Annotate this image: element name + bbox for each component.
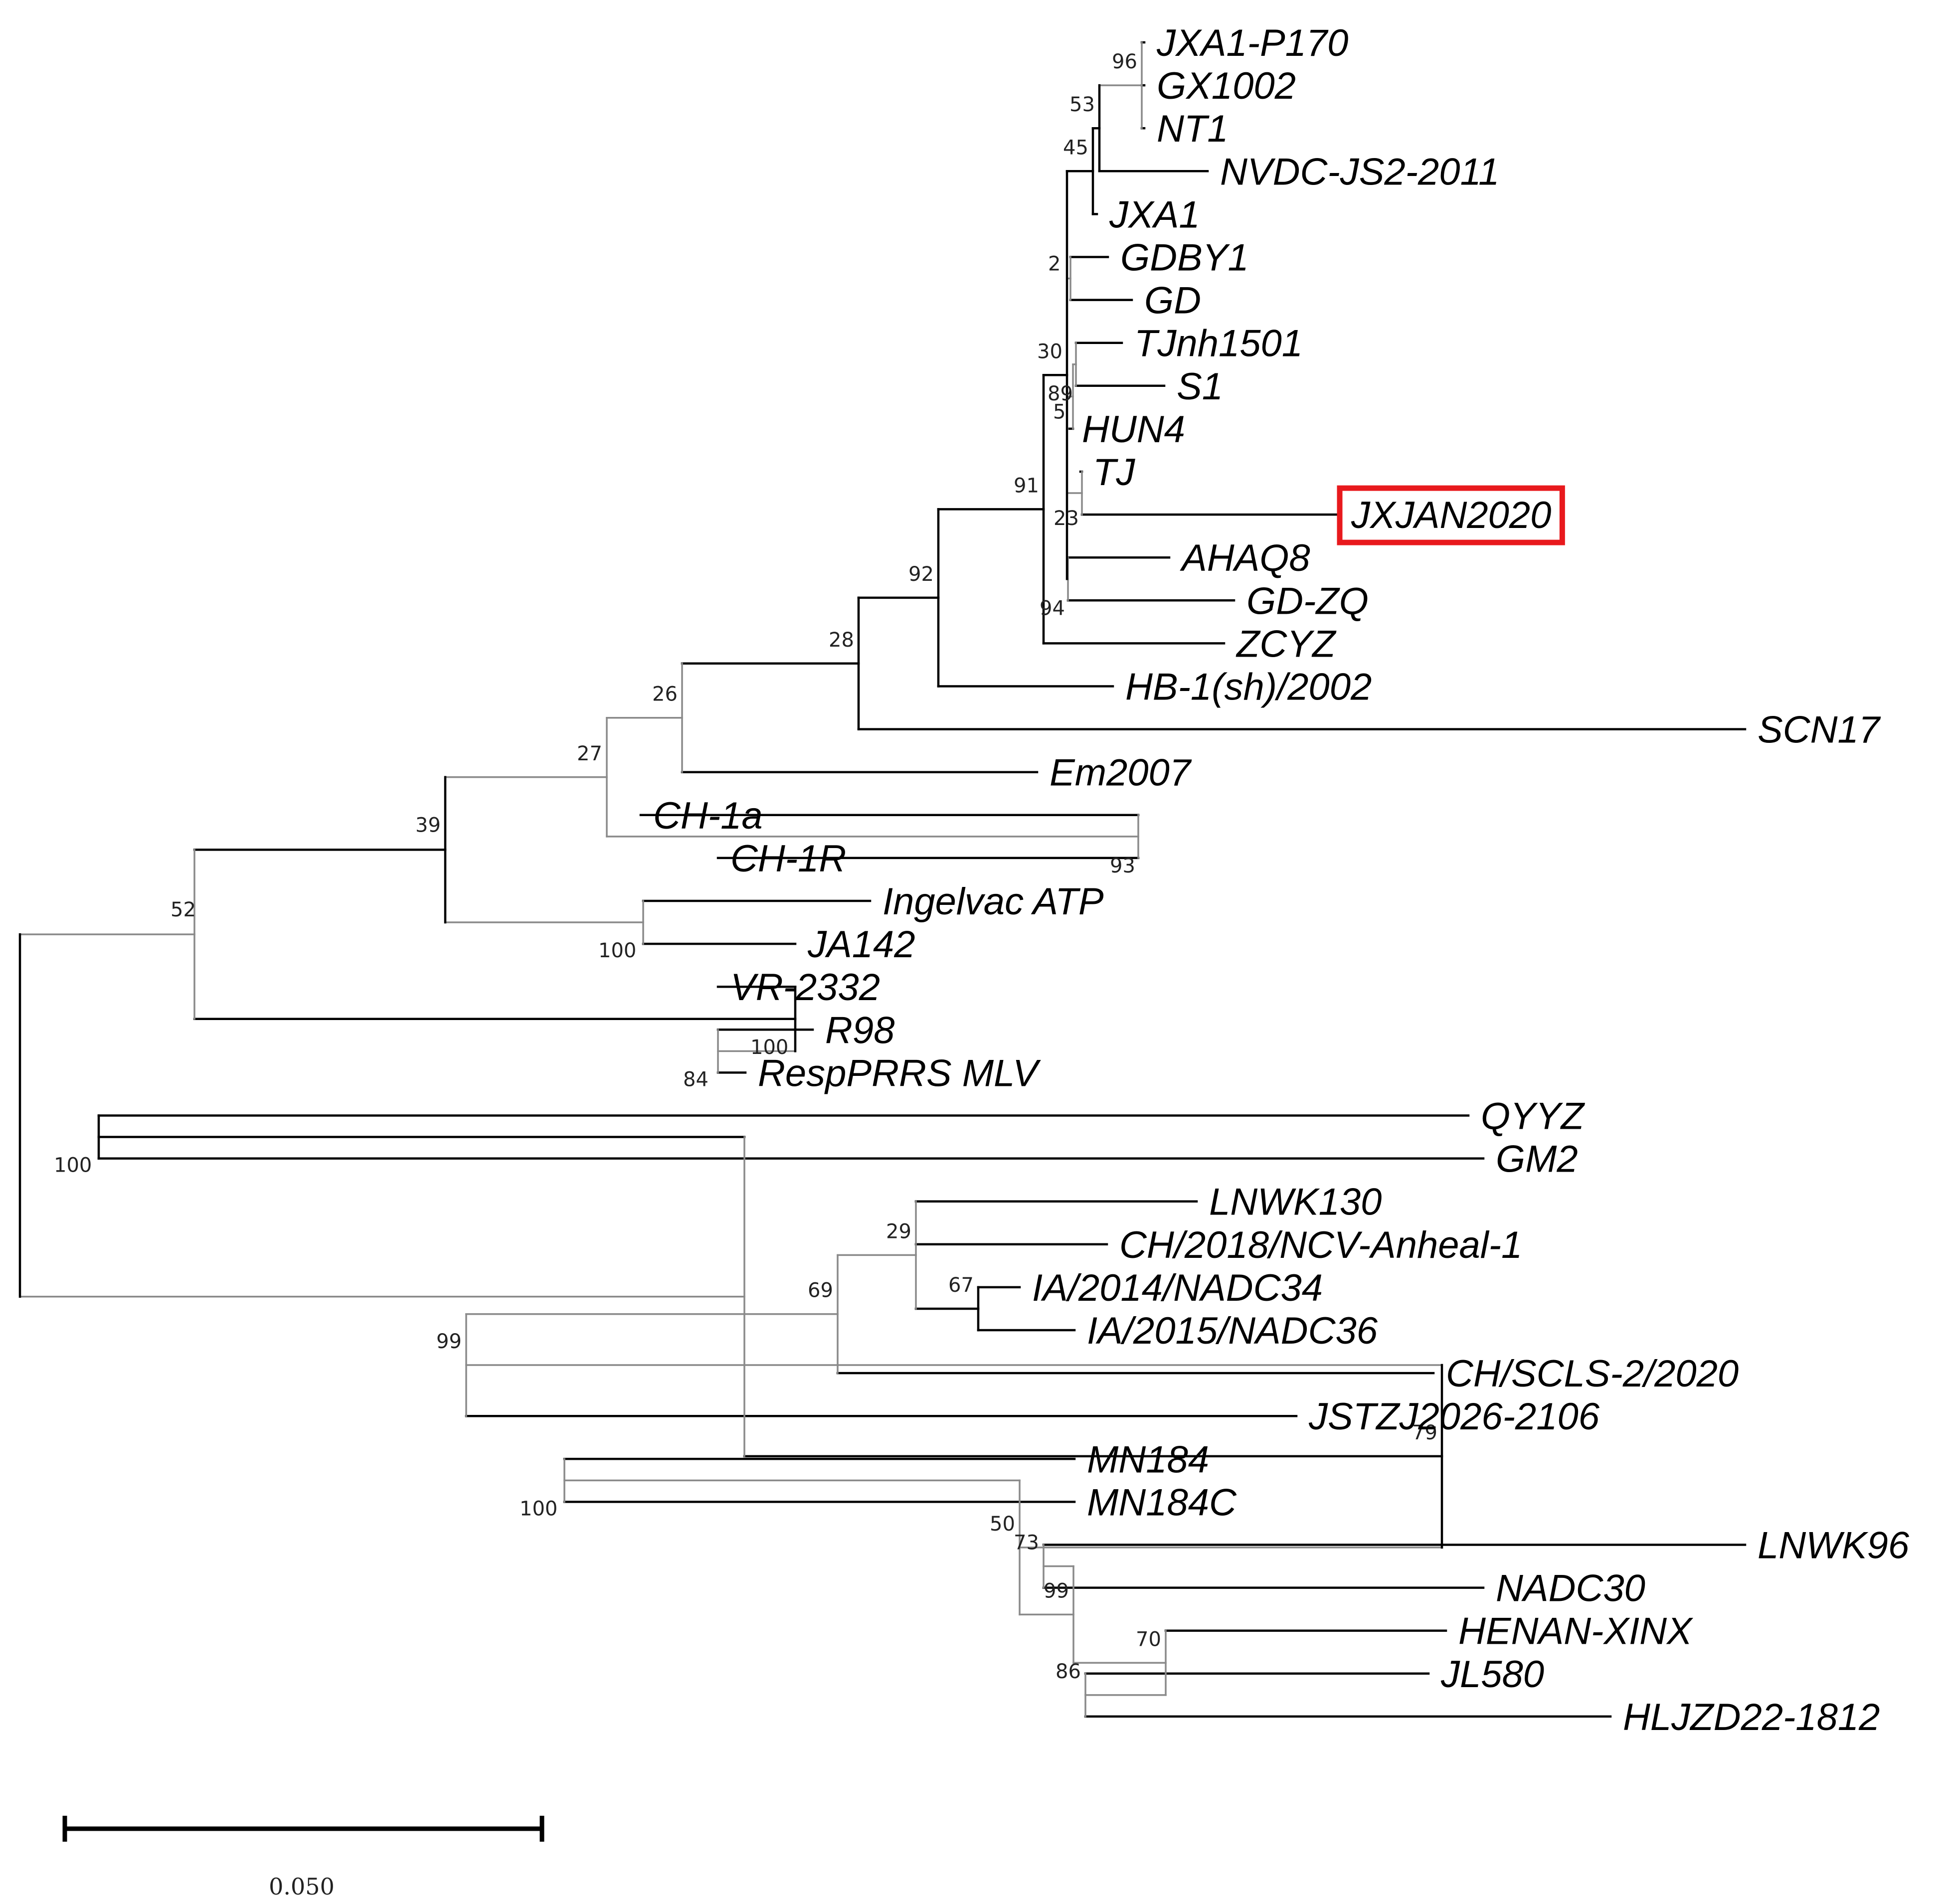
bootstrap-value: 100 xyxy=(520,1497,557,1520)
bootstrap-value: 96 xyxy=(1112,50,1137,73)
leaf-label: SCN17 xyxy=(1758,709,1881,751)
leaf-label: JSTZJ2026-2106 xyxy=(1308,1395,1600,1438)
leaf-label: MN184 xyxy=(1087,1438,1209,1481)
scale-bar-label: 0.050 xyxy=(269,1873,335,1900)
leaf-label: GD-ZQ xyxy=(1246,580,1369,622)
bootstrap-value: 39 xyxy=(415,814,441,837)
leaf-label: JXA1-P170 xyxy=(1156,22,1348,64)
bootstrap-value: 45 xyxy=(1063,136,1088,159)
leaf-label: IA/2015/NADC36 xyxy=(1087,1310,1378,1352)
bootstrap-value: 5 xyxy=(1053,400,1065,423)
leaf-label: HENAN-XINX xyxy=(1458,1610,1694,1653)
leaf-label: CH-1R xyxy=(730,838,846,880)
leaf-label: LNWK96 xyxy=(1758,1525,1910,1567)
leaf-label: S1 xyxy=(1177,365,1223,408)
leaf-label: HB-1(sh)/2002 xyxy=(1125,666,1372,708)
bootstrap-value: 67 xyxy=(948,1274,974,1297)
leaf-label: NVDC-JS2-2011 xyxy=(1220,151,1499,193)
leaf-label: GD xyxy=(1144,280,1201,322)
bootstrap-value: 99 xyxy=(1044,1579,1069,1602)
bootstrap-values: 96 53 45 2 895 23 94 30 91 92 28 26 93 27 100 39 84 100 52… xyxy=(54,50,1437,1683)
bootstrap-value: 27 xyxy=(577,742,602,765)
leaf-label: QYYZ xyxy=(1481,1095,1585,1138)
bootstrap-value: 89 xyxy=(1048,382,1073,405)
leaf-label: LNWK130 xyxy=(1209,1181,1382,1223)
leaf-label: TJ xyxy=(1093,451,1135,494)
leaf-label: HUN4 xyxy=(1082,408,1185,451)
leaf-label: IA/2014/NADC34 xyxy=(1032,1267,1323,1309)
leaf-label: CH/2018/NCV-Anheal-1 xyxy=(1119,1224,1522,1266)
leaf-label: CH/SCLS-2/2020 xyxy=(1446,1353,1739,1395)
bootstrap-value: 100 xyxy=(598,939,636,962)
bootstrap-value: 94 xyxy=(1040,597,1065,620)
bootstrap-value: 84 xyxy=(683,1068,708,1091)
leaf-label: CH-1a xyxy=(653,795,763,837)
leaf-label: JXJAN2020 xyxy=(1351,494,1551,536)
tree-branches xyxy=(18,41,1747,1718)
leaf-labels: JXA1-P170GX1002NT1NVDC-JS2-2011JXA1GDBY1… xyxy=(653,22,1910,1738)
bootstrap-value: 26 xyxy=(652,683,678,706)
bootstrap-value: 100 xyxy=(750,1036,788,1059)
bootstrap-value: 100 xyxy=(54,1154,92,1177)
leaf-label: VR-2332 xyxy=(730,966,880,1009)
bootstrap-value: 2 xyxy=(1048,253,1061,276)
leaf-label: JA142 xyxy=(807,923,915,966)
leaf-label: JXA1 xyxy=(1109,193,1200,236)
leaf-label: AHAQ8 xyxy=(1180,537,1310,579)
bootstrap-value: 92 xyxy=(908,563,934,586)
bootstrap-value: 86 xyxy=(1056,1660,1081,1683)
bootstrap-value: 30 xyxy=(1037,340,1062,363)
bootstrap-value: 23 xyxy=(1054,507,1079,530)
leaf-label: TJnh1501 xyxy=(1134,323,1303,365)
bootstrap-value: 91 xyxy=(1014,474,1039,497)
leaf-label: GX1002 xyxy=(1157,65,1296,107)
leaf-label: ZCYZ xyxy=(1236,623,1337,665)
bootstrap-value: 93 xyxy=(1110,855,1135,877)
highlight-box xyxy=(1337,485,1565,545)
bootstrap-value: 73 xyxy=(1014,1532,1039,1555)
leaf-label: Ingelvac ATP xyxy=(883,880,1104,923)
leaf-label: NT1 xyxy=(1157,108,1229,150)
leaf-label: GM2 xyxy=(1496,1138,1578,1181)
bootstrap-value: 52 xyxy=(171,898,196,921)
bootstrap-value: 70 xyxy=(1136,1628,1161,1651)
scale-bar: 0.050 xyxy=(62,1816,544,1900)
leaf-label: Em2007 xyxy=(1050,752,1192,794)
bootstrap-value: 99 xyxy=(436,1330,462,1353)
bootstrap-value: 28 xyxy=(829,629,854,652)
bootstrap-value: 29 xyxy=(886,1220,911,1243)
leaf-label: HLJZD22-1812 xyxy=(1623,1696,1880,1738)
leaf-label: GDBY1 xyxy=(1120,237,1249,279)
bootstrap-value: 69 xyxy=(808,1279,833,1302)
bootstrap-value: 79 xyxy=(1412,1421,1437,1444)
bootstrap-value: 50 xyxy=(990,1513,1015,1536)
leaf-label: RespPRRS MLV xyxy=(758,1052,1041,1094)
leaf-label: JL580 xyxy=(1440,1653,1544,1696)
leaf-label: NADC30 xyxy=(1496,1567,1645,1610)
bootstrap-value: 53 xyxy=(1069,93,1095,116)
leaf-label: MN184C xyxy=(1087,1481,1237,1524)
leaf-label: R98 xyxy=(825,1009,894,1051)
